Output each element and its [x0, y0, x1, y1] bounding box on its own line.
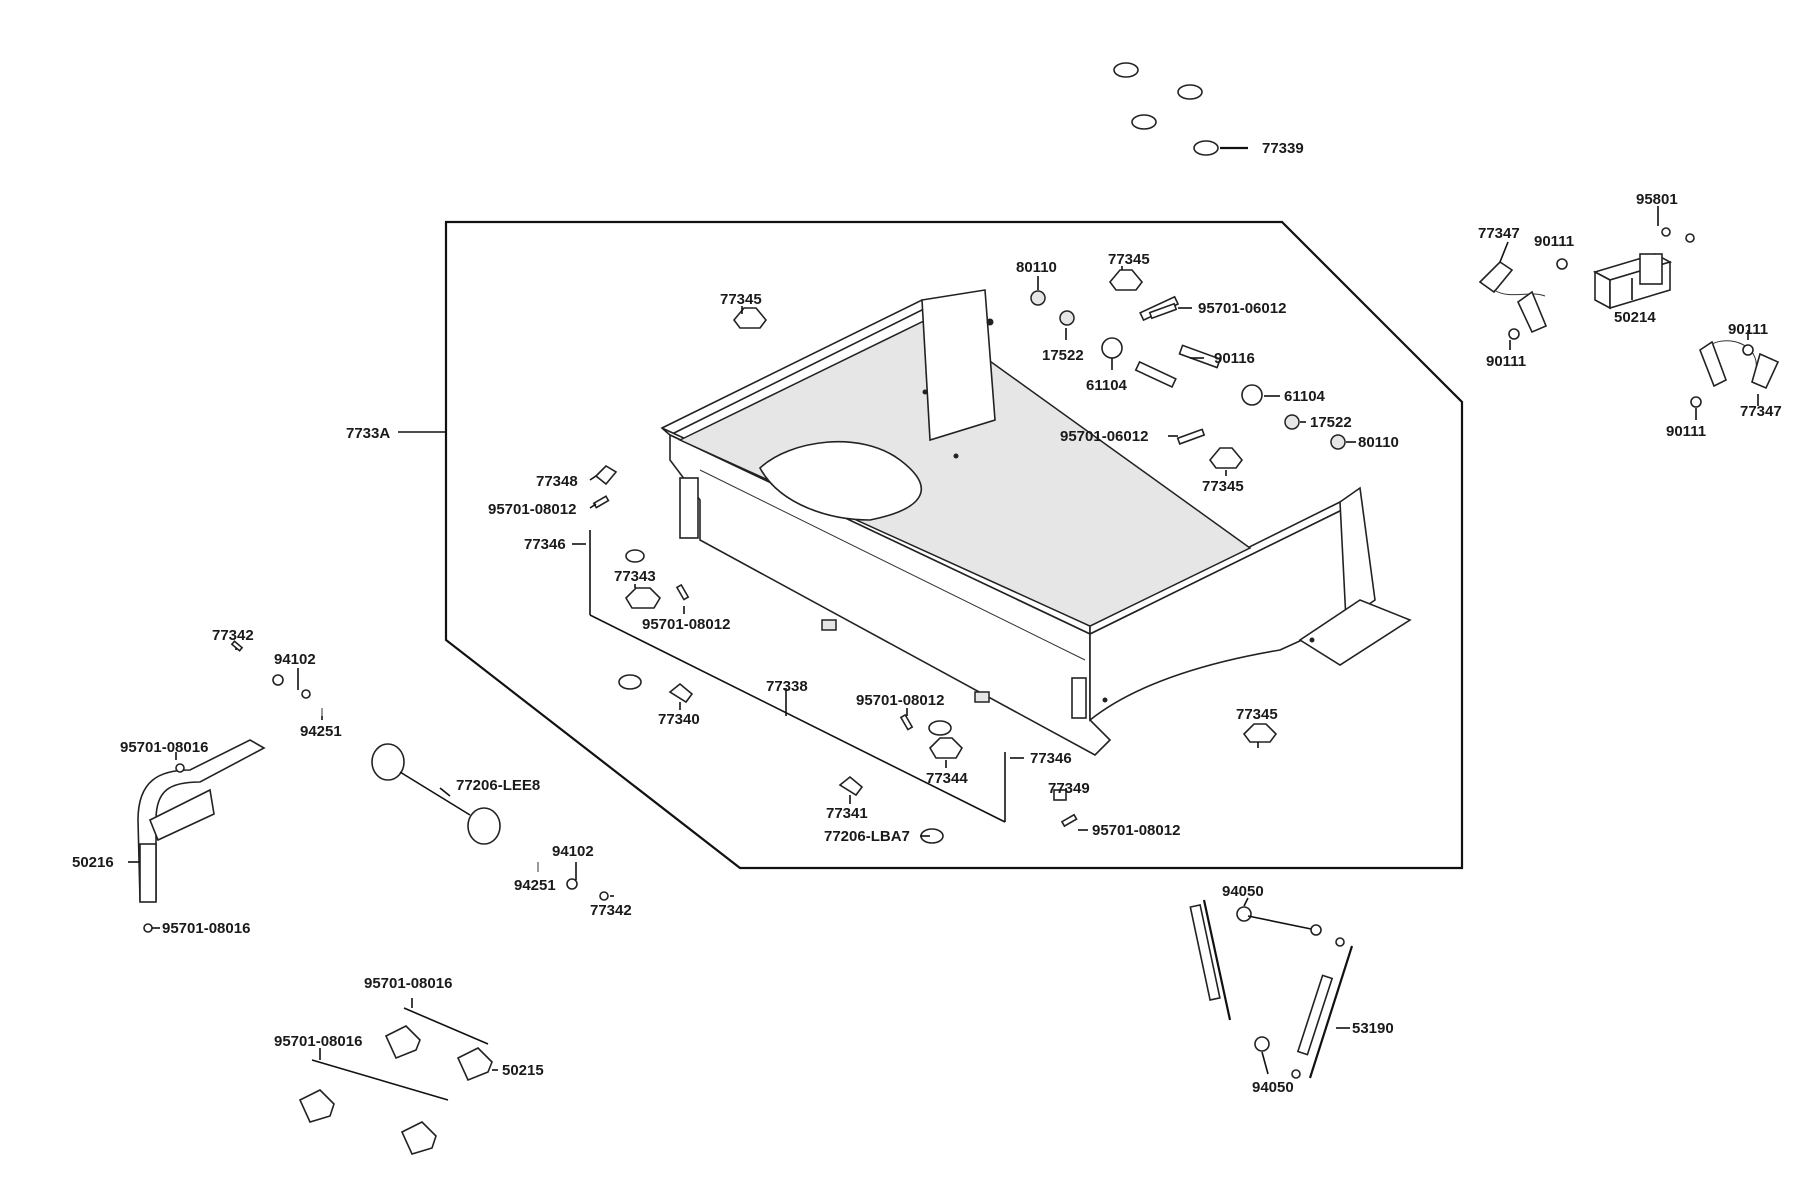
label-80110-top: 80110	[1016, 259, 1057, 276]
label-77342-b: 77342	[590, 902, 632, 919]
label-17522-b: 17522	[1310, 414, 1352, 431]
hardware-left	[589, 464, 1278, 844]
part-labels: 77339 95801 77347 90111 50214 90111 9011…	[72, 140, 1782, 1096]
label-90111-a: 90111	[1534, 233, 1574, 250]
label-77338: 77338	[766, 678, 808, 695]
label-77345-top: 77345	[1108, 251, 1150, 268]
label-77340: 77340	[658, 711, 700, 728]
label-95701-08012-d: 95701-08012	[1092, 822, 1180, 839]
bracket-77347-top	[1478, 258, 1568, 340]
label-95701-08016-b: 95701-08016	[162, 920, 250, 937]
label-80110-b: 80110	[1358, 434, 1399, 451]
hinges-50215	[298, 1007, 493, 1155]
label-50214: 50214	[1614, 309, 1656, 326]
label-95701-08016-a: 95701-08016	[120, 739, 208, 756]
hardware-upper	[732, 269, 1346, 469]
label-77343: 77343	[614, 568, 656, 585]
label-77346-b: 77346	[1030, 750, 1072, 767]
label-95701-08016-d: 95701-08016	[274, 1033, 362, 1050]
label-94102-b: 94102	[552, 843, 594, 860]
label-77348: 77348	[536, 473, 578, 490]
hardware-far-left	[230, 640, 609, 901]
label-95701-08012-c: 95701-08012	[856, 692, 944, 709]
label-77345-low: 77345	[1236, 706, 1278, 723]
label-17522-a: 17522	[1042, 347, 1084, 364]
label-94251-a: 94251	[300, 723, 342, 740]
label-61104-b: 61104	[1284, 388, 1326, 405]
label-77206-LEE8: 77206-LEE8	[456, 777, 540, 794]
label-77206-LBA7: 77206-LBA7	[824, 828, 910, 845]
label-95701-06012-b: 95701-06012	[1060, 428, 1148, 445]
label-77347-top: 77347	[1478, 225, 1520, 242]
bracket-77347-right	[1690, 340, 1780, 408]
reflector-77206-LEE8	[371, 743, 501, 845]
label-90111-b: 90111	[1486, 353, 1526, 370]
label-77349: 77349	[1048, 780, 1090, 797]
label-77339: 77339	[1262, 140, 1304, 157]
hitch-receiver-50214	[1592, 227, 1695, 310]
label-77345-mid: 77345	[1202, 478, 1244, 495]
label-53190: 53190	[1352, 1020, 1394, 1037]
label-61104-a: 61104	[1086, 377, 1128, 394]
bracket-50216	[137, 739, 266, 933]
label-94050-a: 94050	[1222, 883, 1264, 900]
label-95701-08016-c: 95701-08016	[364, 975, 452, 992]
label-77344: 77344	[926, 770, 968, 787]
gas-struts-53190	[1189, 899, 1354, 1079]
label-90111-d: 90111	[1666, 423, 1706, 440]
label-94050-b: 94050	[1252, 1079, 1294, 1096]
label-94251-b: 94251	[514, 877, 556, 894]
label-77347-right: 77347	[1740, 403, 1782, 420]
label-77346-a: 77346	[524, 536, 566, 553]
label-95701-08012-a: 95701-08012	[488, 501, 576, 518]
label-90111-c: 90111	[1728, 321, 1768, 338]
leader-lines	[128, 206, 1759, 1075]
assembly-boundary	[444, 220, 1464, 870]
label-77342-a: 77342	[212, 627, 254, 644]
label-77345-left: 77345	[720, 291, 762, 308]
label-94102-a: 94102	[274, 651, 316, 668]
label-50216: 50216	[72, 854, 114, 871]
label-77341: 77341	[826, 805, 868, 822]
label-95701-06012-a: 95701-06012	[1198, 300, 1286, 317]
label-7733A: 7733A	[346, 425, 390, 442]
label-50215: 50215	[502, 1062, 544, 1079]
cargo-bed-7733A	[660, 289, 1412, 756]
label-95701-08012-b: 95701-08012	[642, 616, 730, 633]
plug-caps-77339	[1113, 62, 1219, 156]
label-95801: 95801	[1636, 191, 1678, 208]
label-90116: 90116	[1214, 350, 1255, 367]
